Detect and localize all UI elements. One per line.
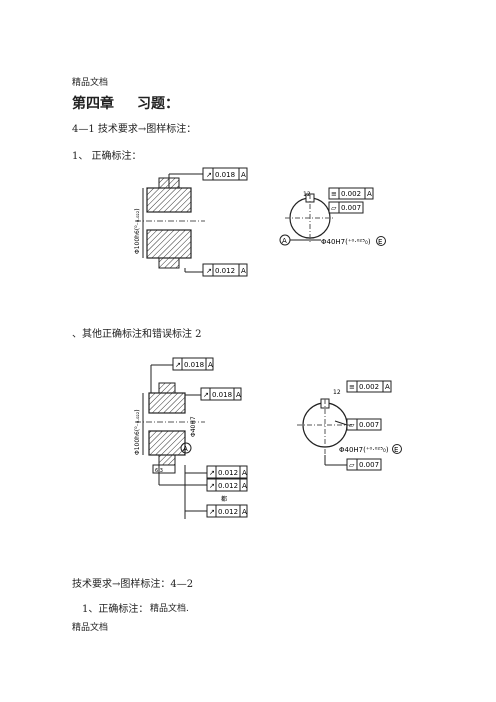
- fig2-runout-b3-datum: A: [242, 508, 247, 516]
- fig2-right-view: 12 ≡ 0.002 A ▱ 0.007 Φ40H7(⁺⁰·⁰²⁵₀) E ▱ …: [297, 380, 402, 471]
- fig1-runout-top-datum: A: [241, 171, 246, 179]
- fig2-datum-letter: A: [183, 445, 188, 453]
- fig2-sym-tol: 0.002: [359, 383, 379, 391]
- fig1-runout-top-value: 0.018: [215, 171, 235, 179]
- fig2-sym-datum: A: [385, 383, 390, 391]
- fig2-left-diameter: Φ100h6(⁰₋₀.₀₂₂): [134, 409, 141, 455]
- svg-text:↗: ↗: [209, 508, 215, 516]
- fig2-runout-b1: ↗ 0.012 A: [184, 465, 248, 479]
- fig1-right-view: 12 ≡ 0.002 A ▱ 0.007 A Φ40H7(⁺⁰·⁰²⁵₀) E: [279, 187, 386, 246]
- svg-text:▱: ▱: [349, 461, 355, 469]
- svg-text:↗: ↗: [203, 391, 209, 399]
- fig2-dim-12: 12: [333, 389, 341, 396]
- section1-item1: 1、 正确标注：: [72, 151, 142, 162]
- fig1-sym-tol: 0.002: [341, 190, 361, 198]
- fig1-runout-bottom-datum: A: [241, 267, 246, 275]
- fig2-runout-mid-value: 0.018: [212, 391, 232, 399]
- svg-text:▱: ▱: [349, 421, 355, 429]
- svg-text:▱: ▱: [331, 204, 337, 212]
- svg-text:↗: ↗: [175, 361, 181, 369]
- section3-item1-note: 精品文档.: [150, 604, 189, 614]
- fig1-runout-top-frame: ↗ 0.018 A: [168, 167, 248, 188]
- svg-text:≡: ≡: [349, 383, 355, 391]
- fig2-runout-b2-value: 0.012: [218, 482, 238, 490]
- fig2-flat-tol: 0.007: [359, 421, 379, 429]
- fig2-note-box: 6.3: [152, 464, 176, 474]
- section3-item1: 1、正确标注：: [82, 604, 149, 615]
- section1-heading: 4—1 技术要求→图样标注：: [72, 124, 197, 135]
- footer-label: 精品文档: [72, 623, 109, 633]
- fig1-datum-letter: A: [282, 237, 287, 245]
- fig2-runout-b3: 都 ↗ 0.012 A: [184, 473, 248, 519]
- fig1-dim-12: 12: [303, 191, 311, 198]
- fig2-runout-b1-value: 0.012: [218, 469, 238, 477]
- fig2-runout-b3-value: 0.012: [218, 508, 238, 516]
- fig2-left-part: Φ100h6(⁰₋₀.₀₂₂) Φ40H7 A: [134, 382, 205, 466]
- svg-text:↗: ↗: [209, 469, 215, 477]
- fig2-runout-mid: ↗ 0.018 A: [185, 387, 242, 401]
- fig1-left-diameter: Φ100h6(⁰₋₀.₀₂₂): [134, 208, 141, 254]
- chapter-subtitle: 习题：: [137, 96, 179, 112]
- fig2-bore: Φ40H7(⁺⁰·⁰²⁵₀): [339, 446, 389, 454]
- fig2-runout-top: ↗ 0.018 A: [150, 357, 214, 393]
- figure-2: Φ100h6(⁰₋₀.₀₂₂) Φ40H7 A ↗ 0.018 A ↗ 0.01…: [134, 357, 402, 519]
- fig2-runout-top-value: 0.018: [184, 361, 204, 369]
- fig2-runout-b2-datum: A: [242, 482, 247, 490]
- fig1-envelope: E: [378, 238, 382, 246]
- fig1-bore: Φ40H7(⁺⁰·⁰²⁵₀): [321, 238, 371, 246]
- svg-text:↗: ↗: [209, 482, 215, 490]
- fig2-note2: 都: [221, 495, 227, 503]
- svg-text:↗: ↗: [206, 267, 212, 275]
- fig1-runout-bottom-value: 0.012: [215, 267, 235, 275]
- chapter-title: 第四章: [72, 96, 114, 112]
- section2-heading: 、其他正确标注和错误标注 2: [72, 329, 202, 340]
- fig2-runout-b1-datum: A: [242, 469, 247, 477]
- section3-heading: 技术要求→图样标注：4—2: [72, 579, 194, 590]
- header-label: 精品文档: [72, 78, 109, 88]
- fig1-runout-bottom-frame: ↗ 0.012 A: [184, 263, 248, 277]
- fig2-envelope: E: [394, 446, 398, 454]
- fig2-runout-top-datum: A: [208, 361, 213, 369]
- fig2-runout-b2: ↗ 0.012 A: [158, 465, 248, 492]
- svg-text:≡: ≡: [331, 190, 337, 198]
- fig2-runout-mid-datum: A: [236, 391, 241, 399]
- fig2-flat-tol2: 0.007: [359, 461, 379, 469]
- figure-1: Φ100h6(⁰₋₀.₀₂₂) ↗ 0.018 A ↗ 0.012 A 12 ≡…: [134, 167, 386, 277]
- svg-text:↗: ↗: [206, 171, 212, 179]
- fig1-flat-tol: 0.007: [341, 204, 361, 212]
- fig1-sym-datum: A: [367, 190, 372, 198]
- fig2-left-bore: Φ40H7: [190, 416, 197, 437]
- fig1-left-part: Φ100h6(⁰₋₀.₀₂₂): [134, 177, 205, 269]
